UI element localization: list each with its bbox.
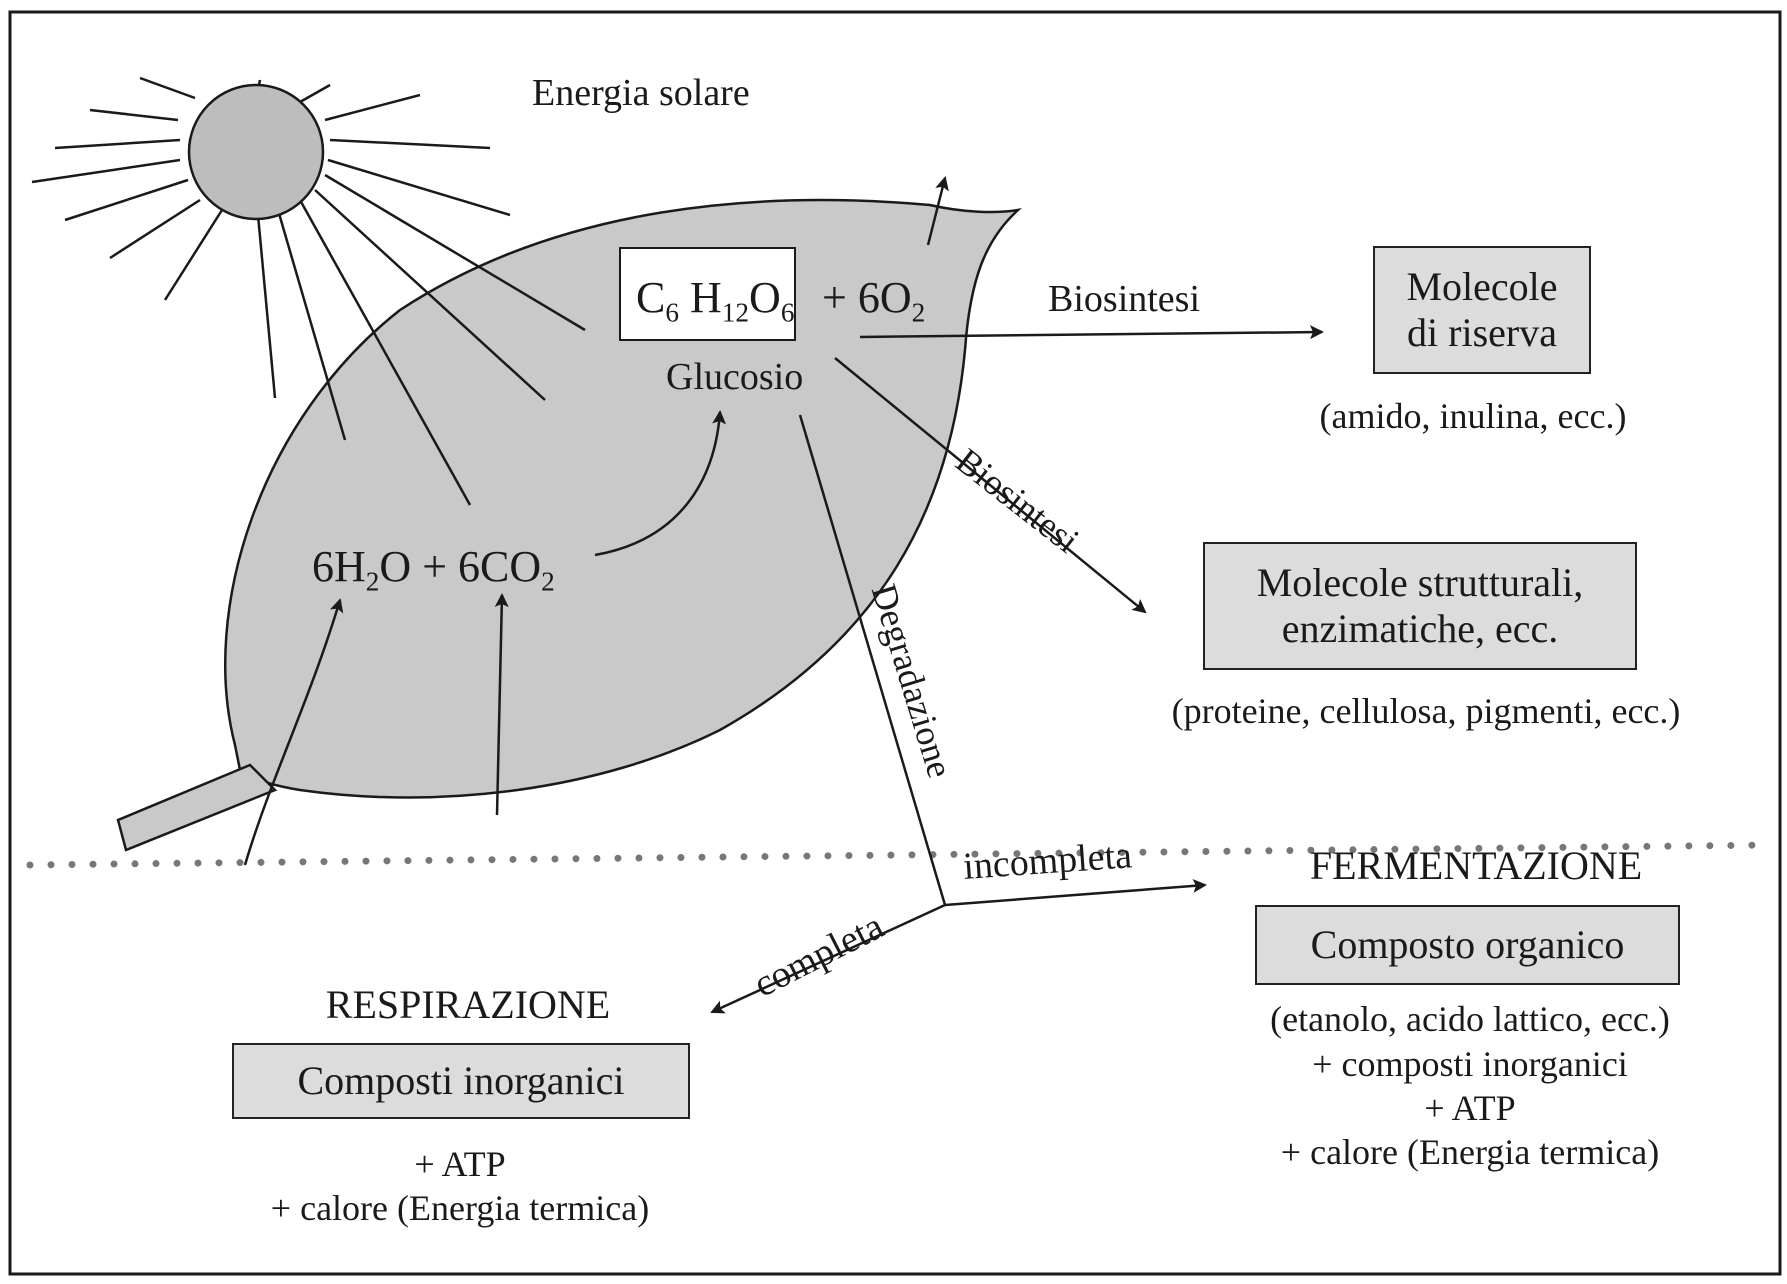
arrow-biosynthesis-structural (834, 357, 1147, 614)
biosynthesis-top-label: Biosintesi (1048, 278, 1201, 320)
sun-icon (31, 76, 586, 506)
fermentation-heading: FERMENTAZIONE (1309, 843, 1643, 888)
fermentation-note-3: + ATP (1424, 1088, 1516, 1128)
arrow-up-left (243, 598, 344, 866)
diagram-frame (8, 10, 1782, 1276)
leaf-stem (116, 763, 278, 852)
line-degradation (798, 414, 947, 906)
glucose-name: Glucosio (666, 356, 804, 398)
reactants-formula: 6H2O + 6CO2 (312, 542, 555, 597)
arrow-oxygen-out (926, 176, 949, 246)
glucose-formula: C6 H12O6 (636, 273, 795, 328)
arrow-to-glucose (594, 410, 727, 557)
glucose-formula-box (619, 247, 796, 341)
respiration-note-1: + ATP (414, 1144, 506, 1184)
dotted-separator (26, 841, 1774, 869)
respiration-heading: RESPIRAZIONE (325, 982, 611, 1027)
solar-energy-label: Energia solare (532, 72, 750, 114)
arrow-up-co2 (494, 593, 509, 816)
oxygen-label: + 6O2 (822, 273, 926, 328)
fermentation-note-1: (etanolo, acido lattico, ecc.) (1270, 999, 1670, 1039)
arrow-incomplete (944, 878, 1207, 907)
reserve-molecules-box: Molecole di riserva (1373, 246, 1591, 374)
respiration-note-2: + calore (Energia termica) (270, 1188, 650, 1228)
arrow-complete (710, 903, 946, 1014)
leaf-shape (224, 198, 1023, 799)
arrow-biosynthesis-reserve (859, 325, 1324, 340)
structural-molecules-note: (proteine, cellulosa, pigmenti, ecc.) (1171, 691, 1681, 731)
respiration-box: Composti inorganici (232, 1043, 690, 1119)
reserve-molecules-note: (amido, inulina, ecc.) (1319, 396, 1627, 436)
fermentation-box: Composto organico (1255, 905, 1680, 985)
fermentation-note-2: + composti inorganici (1312, 1044, 1628, 1084)
structural-molecules-box: Molecole strutturali, enzimatiche, ecc. (1203, 542, 1637, 670)
fermentation-note-4: + calore (Energia termica) (1280, 1132, 1660, 1172)
